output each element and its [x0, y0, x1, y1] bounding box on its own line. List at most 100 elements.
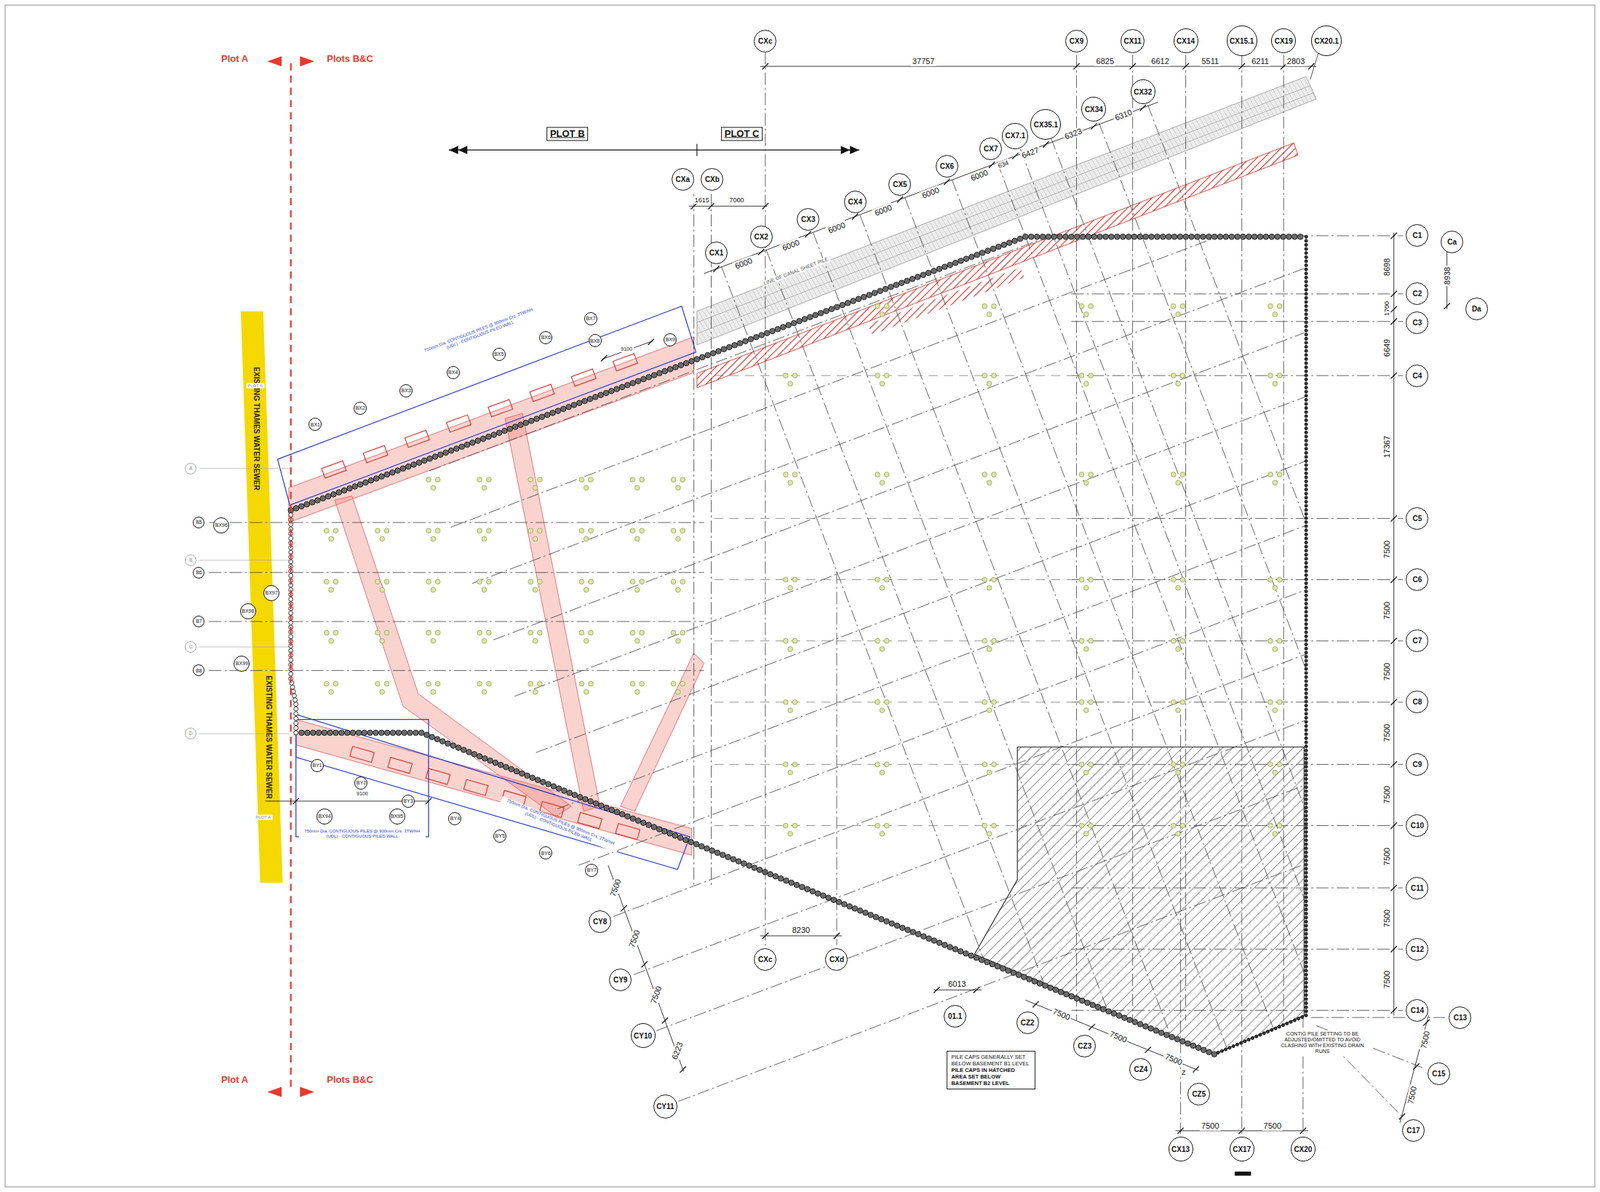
pile [1200, 234, 1207, 241]
pile [1304, 496, 1308, 500]
pile [710, 350, 716, 357]
pile-dot [986, 707, 992, 714]
pile-dot [982, 761, 988, 767]
pile [288, 638, 294, 644]
pile-dot [1180, 373, 1186, 379]
pile [1304, 267, 1308, 271]
pile [1010, 969, 1017, 976]
pile [1188, 234, 1195, 241]
dimension-tick [1390, 576, 1397, 583]
pile [1068, 234, 1075, 241]
grid-line [209, 670, 705, 671]
pile [1165, 234, 1172, 241]
pile [1137, 234, 1144, 241]
grid-bubble: CX6 [935, 154, 959, 178]
pile [657, 370, 663, 377]
pile-dot [384, 681, 390, 687]
pile [1280, 234, 1287, 241]
pile [1206, 234, 1213, 241]
pile [641, 820, 647, 826]
pile [487, 757, 494, 764]
pile [1304, 365, 1308, 369]
pile [1304, 283, 1308, 287]
pile [1274, 1026, 1277, 1030]
pile [1023, 234, 1029, 241]
grid-line [1071, 825, 1404, 826]
pile [1304, 483, 1308, 487]
pile [336, 489, 342, 496]
pile [1304, 911, 1308, 915]
grid-bubble: C4 [1405, 364, 1429, 388]
pile-dot [430, 485, 436, 491]
pile [619, 811, 626, 818]
pile [630, 815, 636, 822]
sheet-border [5, 5, 1595, 1187]
node-text: BX2 [355, 405, 365, 412]
node-text: C4 [1413, 371, 1423, 380]
pile [651, 372, 658, 379]
pile-dot [1276, 373, 1283, 379]
pile [529, 774, 536, 781]
grid-bubble: BY5 [493, 829, 507, 843]
dimension-tick [762, 932, 769, 939]
plot-label: Plot A [219, 53, 250, 65]
pile [1304, 916, 1308, 919]
pile [1185, 1040, 1192, 1047]
pile [905, 926, 911, 933]
pile [1304, 972, 1308, 976]
pile [1304, 687, 1308, 691]
node-text: CZ3 [1077, 1041, 1092, 1050]
node-text: BY5 [495, 833, 505, 839]
pile [576, 400, 583, 407]
pile [455, 745, 462, 751]
pile [1097, 234, 1104, 241]
pile [361, 729, 368, 736]
pile [1286, 234, 1293, 241]
pile-cap-symbol [571, 368, 596, 387]
pile-dot [792, 576, 798, 583]
grid-line [1071, 763, 1404, 765]
pile [990, 245, 997, 252]
pile [1304, 304, 1308, 308]
pile-dot [375, 630, 381, 636]
pile-dot [323, 630, 329, 636]
plot-arrowhead [299, 1087, 315, 1098]
pile-dot [1175, 312, 1181, 318]
pile [1304, 908, 1308, 911]
pile [1304, 646, 1308, 650]
pile [1251, 234, 1258, 241]
dimension-tick [988, 161, 995, 168]
pile [1304, 683, 1308, 687]
pile-dot [670, 579, 676, 585]
node-text: CX17 [1232, 1145, 1251, 1154]
pile [1304, 993, 1308, 997]
pile [450, 742, 457, 749]
pile [1304, 353, 1308, 357]
pile [678, 362, 684, 369]
pile [989, 961, 996, 967]
pile [384, 729, 390, 736]
grid-line [633, 720, 1306, 975]
pile-dot [680, 630, 686, 636]
pile [401, 729, 408, 736]
dimension-tick [1390, 761, 1397, 767]
pile [1304, 394, 1308, 398]
dimension-line [933, 989, 982, 991]
dimension-text: 17367 [1382, 434, 1392, 460]
pile [1304, 336, 1308, 340]
pile [742, 338, 749, 345]
pile [1304, 989, 1308, 993]
pile-dot [333, 528, 339, 534]
dimension-tick [758, 248, 764, 255]
pile [341, 487, 348, 494]
pile-dot [333, 681, 339, 687]
pile-dot [875, 373, 881, 379]
pile [1304, 826, 1308, 830]
hatched-area [974, 747, 1304, 1055]
pile-dot [579, 528, 585, 534]
pile [1304, 463, 1308, 467]
grid-bubble: C10 [1405, 814, 1429, 837]
pile [904, 277, 911, 284]
pile [1304, 1001, 1308, 1005]
pile-dot [1268, 373, 1274, 379]
